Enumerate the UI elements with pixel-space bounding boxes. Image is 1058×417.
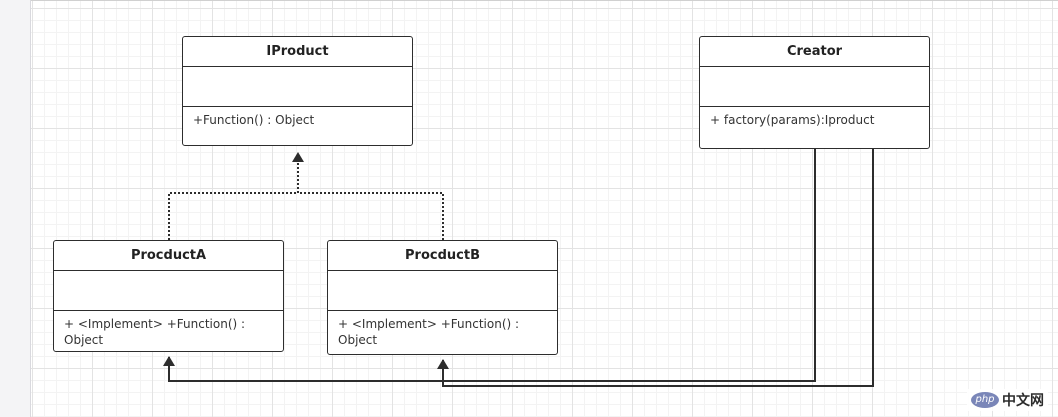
class-product-b[interactable]: ProcductB + <Implement> +Function() : Ob… bbox=[327, 240, 558, 355]
left-panel-strip bbox=[0, 0, 31, 417]
class-method: + <Implement> +Function() : Object bbox=[64, 317, 246, 347]
association-line-b bbox=[437, 148, 874, 387]
class-name: ProcductB bbox=[328, 241, 557, 271]
watermark-text: 中文网 bbox=[1002, 393, 1044, 409]
class-name: ProcductA bbox=[54, 241, 283, 271]
class-attributes bbox=[54, 271, 283, 311]
class-product-a[interactable]: ProcductA + <Implement> +Function() : Ob… bbox=[53, 240, 284, 352]
php-logo-icon: php bbox=[971, 392, 999, 408]
class-name: IProduct bbox=[183, 37, 412, 67]
realization-line-a bbox=[168, 152, 304, 240]
association-line-a bbox=[163, 148, 816, 382]
class-attributes bbox=[700, 67, 929, 107]
realization-line-b bbox=[298, 192, 444, 240]
class-method: + <Implement> +Function() : Object bbox=[338, 317, 520, 347]
class-method: + factory(params):Iproduct bbox=[710, 113, 875, 127]
class-attributes bbox=[328, 271, 557, 311]
watermark: php 中文网 bbox=[967, 389, 1048, 411]
class-creator[interactable]: Creator + factory(params):Iproduct bbox=[699, 36, 930, 149]
class-method: +Function() : Object bbox=[193, 113, 315, 127]
class-attributes bbox=[183, 67, 412, 107]
top-border bbox=[0, 0, 1058, 1]
class-iproduct[interactable]: IProduct +Function() : Object bbox=[182, 36, 413, 146]
class-name: Creator bbox=[700, 37, 929, 67]
